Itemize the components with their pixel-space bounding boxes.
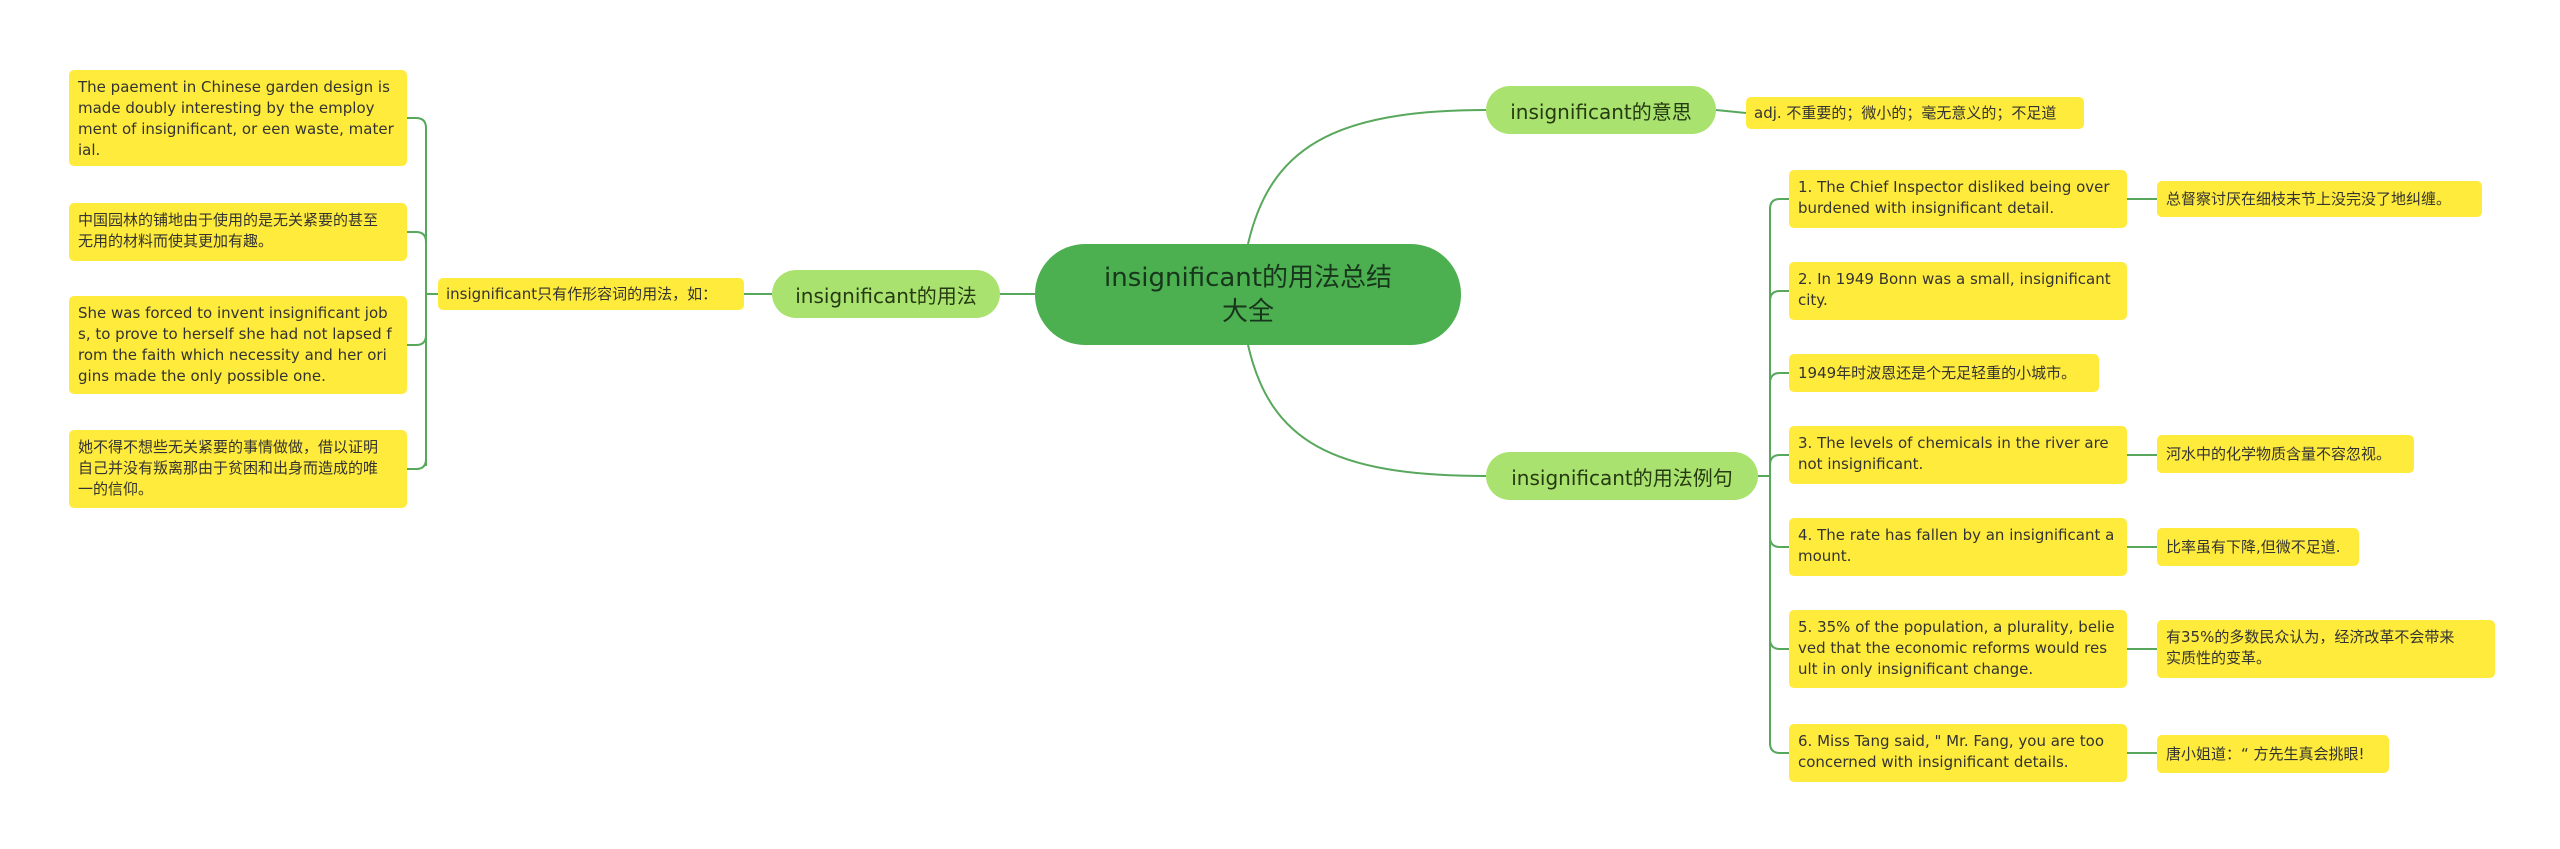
branch-usage[interactable]: insignificant的用法 <box>772 270 1000 318</box>
connector-example-6 <box>1769 638 1789 650</box>
root-topic[interactable]: insignificant的用法总结 大全 <box>1035 244 1461 345</box>
branch-meaning[interactable]: insignificant的意思 <box>1486 86 1716 134</box>
connector-example-2 <box>1769 290 1789 302</box>
example-2-en[interactable]: 2. In 1949 Bonn was a small, insignifica… <box>1789 262 2127 320</box>
connector-usage-item-2 <box>407 231 427 243</box>
meaning-definition[interactable]: adj. 不重要的；微小的；毫无意义的；不足道 <box>1746 97 2084 129</box>
example-4-zh[interactable]: 河水中的化学物质含量不容忽视。 <box>2157 435 2414 473</box>
connector-example-3 <box>1769 372 1789 384</box>
connector-usage-item-1 <box>407 117 427 129</box>
connector-example-4 <box>1769 454 1789 466</box>
usage-item-4[interactable]: 她不得不想些无关紧要的事情做做，借以证明 自己并没有叛离那由于贫困和出身而造成的… <box>69 430 407 508</box>
example-5-zh[interactable]: 比率虽有下降,但微不足道. <box>2157 528 2359 566</box>
connector-root-meaning <box>1247 109 1487 245</box>
connector-root-examples <box>1247 344 1487 477</box>
connector-usage-item-3 <box>407 334 427 346</box>
usage-item-1[interactable]: The paement in Chinese garden design is … <box>69 70 407 166</box>
example-7-zh[interactable]: 唐小姐道：“ 方先生真会挑眼! <box>2157 735 2389 773</box>
example-6-zh[interactable]: 有35%的多数民众认为，经济改革不会带来 实质性的变革。 <box>2157 620 2495 678</box>
usage-note[interactable]: insignificant只有作形容词的用法，如： <box>438 278 744 310</box>
example-3-en[interactable]: 1949年时波恩还是个无足轻重的小城市。 <box>1789 354 2099 392</box>
example-4-en[interactable]: 3. The levels of chemicals in the river … <box>1789 426 2127 484</box>
example-1-zh[interactable]: 总督察讨厌在细枝末节上没完没了地纠缠。 <box>2157 181 2482 217</box>
connector-usage-item-4 <box>407 458 427 470</box>
connector-example-5 <box>1769 536 1789 548</box>
connector-example-1 <box>1769 198 1789 210</box>
example-5-en[interactable]: 4. The rate has fallen by an insignifica… <box>1789 518 2127 576</box>
example-7-en[interactable]: 6. Miss Tang said, " Mr. Fang, you are t… <box>1789 724 2127 782</box>
connector-example-7 <box>1769 742 1789 754</box>
connector-meaning-definition <box>1715 109 1747 114</box>
example-1-en[interactable]: 1. The Chief Inspector disliked being ov… <box>1789 170 2127 228</box>
usage-item-2[interactable]: 中国园林的铺地由于使用的是无关紧要的甚至 无用的材料而使其更加有趣。 <box>69 203 407 261</box>
branch-examples[interactable]: insignificant的用法例句 <box>1486 452 1758 500</box>
usage-item-3[interactable]: She was forced to invent insignificant j… <box>69 296 407 394</box>
example-6-en[interactable]: 5. 35% of the population, a plurality, b… <box>1789 610 2127 688</box>
